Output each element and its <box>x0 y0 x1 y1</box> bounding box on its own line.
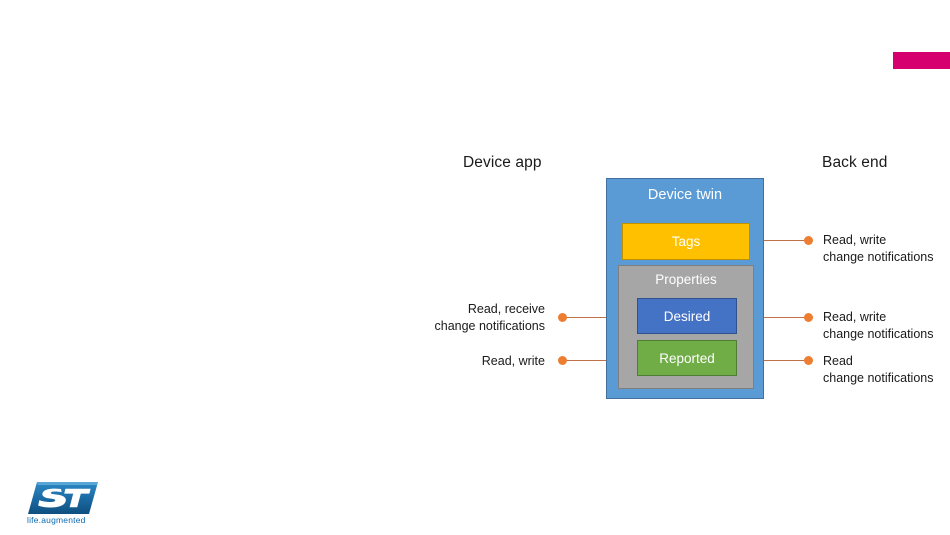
st-logo-tagline: life.augmented <box>27 515 86 525</box>
column-header-back-end: Back end <box>822 154 888 171</box>
connector-dot-right-tags <box>804 236 813 245</box>
annotation-right-desired: Read, write change notifications <box>823 309 934 343</box>
connector-dot-right-desired <box>804 313 813 322</box>
properties-label: Properties <box>655 272 717 287</box>
annotation-left-desired-line1: Read, receive <box>467 302 545 316</box>
tags-block: Tags <box>622 223 750 260</box>
desired-block: Desired <box>637 298 737 334</box>
annotation-right-desired-line2: change notifications <box>823 327 934 341</box>
device-twin-title: Device twin <box>647 187 723 203</box>
connector-line-right-reported <box>742 360 806 361</box>
connector-line-right-desired <box>742 317 806 318</box>
device-twin-box: Device twin Tags Properties Desired Repo… <box>606 178 764 399</box>
annotation-left-desired: Read, receive change notifications <box>318 301 546 335</box>
connector-dot-right-reported <box>804 356 813 365</box>
annotation-right-reported-line1: Read <box>823 354 853 368</box>
annotation-left-desired-line2: change notifications <box>434 319 546 333</box>
st-logo-icon <box>27 478 99 524</box>
annotation-right-reported-line2: change notifications <box>823 371 934 385</box>
annotation-left-reported-line1: Read, write <box>481 354 545 368</box>
reported-block: Reported <box>637 340 737 376</box>
connector-dot-left-reported <box>558 356 567 365</box>
connector-dot-left-desired <box>558 313 567 322</box>
annotation-left-reported: Read, write <box>318 353 545 370</box>
properties-block: Properties Desired Reported <box>618 265 754 389</box>
annotation-right-tags-line2: change notifications <box>823 250 934 264</box>
annotation-right-reported: Read change notifications <box>823 353 934 387</box>
annotation-right-tags: Read, write change notifications <box>823 232 934 266</box>
connector-line-right-tags <box>764 240 806 241</box>
column-header-device-app: Device app <box>463 154 542 171</box>
annotation-right-desired-line1: Read, write <box>823 310 887 324</box>
annotation-right-tags-line1: Read, write <box>823 233 887 247</box>
accent-bar <box>893 52 950 69</box>
